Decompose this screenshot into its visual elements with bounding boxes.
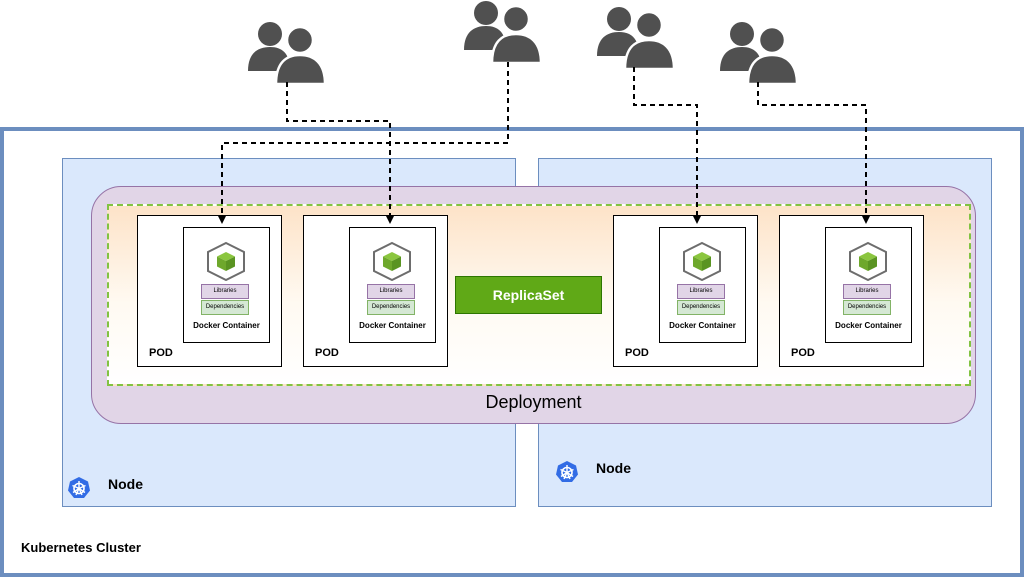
pod-label: POD bbox=[791, 347, 815, 359]
container-cube-icon bbox=[683, 241, 721, 281]
libraries-box: Libraries bbox=[677, 284, 725, 299]
kubernetes-icon bbox=[68, 477, 90, 498]
node-label: Node bbox=[108, 476, 143, 492]
dependencies-box: Dependencies bbox=[367, 300, 415, 315]
libraries-box: Libraries bbox=[843, 284, 891, 299]
users-icon bbox=[248, 22, 327, 85]
pod-label: POD bbox=[315, 347, 339, 359]
node-label: Node bbox=[596, 460, 631, 476]
dependencies-box: Dependencies bbox=[843, 300, 891, 315]
cluster-label: Kubernetes Cluster bbox=[21, 540, 141, 555]
dependencies-box: Dependencies bbox=[201, 300, 249, 315]
deployment-label: Deployment bbox=[485, 392, 582, 412]
replicaset-box: ReplicaSet bbox=[455, 276, 602, 314]
pod-label: POD bbox=[625, 347, 649, 359]
container-label: Docker Container bbox=[835, 321, 902, 330]
pod-1: Libraries Dependencies Docker Container … bbox=[137, 215, 282, 367]
pod-3: Libraries Dependencies Docker Container … bbox=[613, 215, 758, 367]
pod-4: Libraries Dependencies Docker Container … bbox=[779, 215, 924, 367]
users-icon bbox=[597, 7, 676, 70]
container-label: Docker Container bbox=[669, 321, 736, 330]
container-label: Docker Container bbox=[359, 321, 426, 330]
pod-label: POD bbox=[149, 347, 173, 359]
docker-container: Libraries Dependencies Docker Container bbox=[825, 227, 912, 343]
dependencies-box: Dependencies bbox=[677, 300, 725, 315]
users-icon bbox=[464, 1, 543, 64]
container-label: Docker Container bbox=[193, 321, 260, 330]
container-cube-icon bbox=[373, 241, 411, 281]
docker-container: Libraries Dependencies Docker Container bbox=[349, 227, 436, 343]
container-cube-icon bbox=[207, 241, 245, 281]
docker-container: Libraries Dependencies Docker Container bbox=[183, 227, 270, 343]
pod-2: Libraries Dependencies Docker Container … bbox=[303, 215, 448, 367]
kubernetes-icon bbox=[556, 461, 578, 482]
container-cube-icon bbox=[849, 241, 887, 281]
libraries-box: Libraries bbox=[367, 284, 415, 299]
users-icon bbox=[720, 22, 799, 85]
docker-container: Libraries Dependencies Docker Container bbox=[659, 227, 746, 343]
libraries-box: Libraries bbox=[201, 284, 249, 299]
